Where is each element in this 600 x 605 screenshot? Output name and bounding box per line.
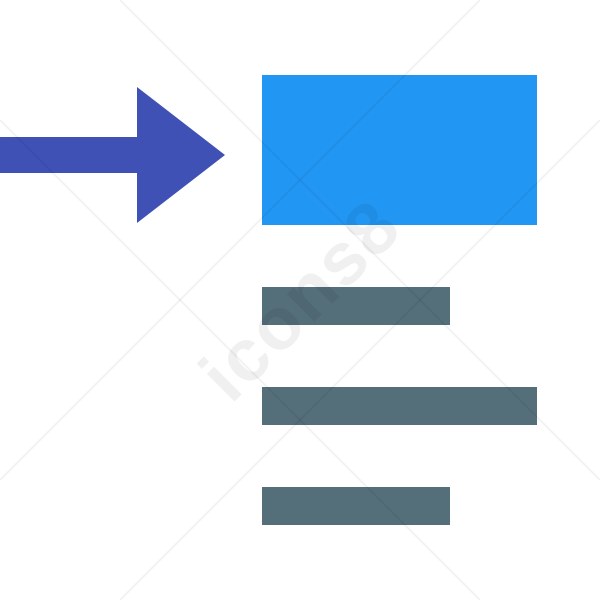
- text-line-long: [262, 387, 537, 425]
- arrow-head: [137, 87, 225, 223]
- arrow-icon: [0, 87, 225, 223]
- text-line-short-top: [262, 287, 450, 325]
- text-line-short-bottom: [262, 487, 450, 525]
- image-block: [262, 75, 537, 225]
- arrow-shaft: [0, 137, 140, 173]
